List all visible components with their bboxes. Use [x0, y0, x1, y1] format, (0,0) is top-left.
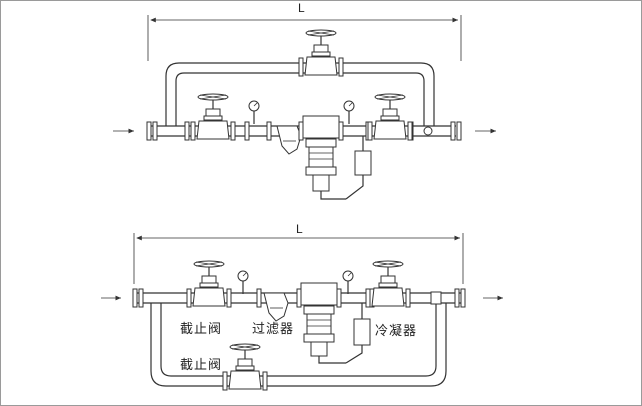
- bottom-diagram: [101, 233, 503, 391]
- condenser-label: 冷凝器: [375, 324, 418, 339]
- upper-stop-valve-icon: [186, 260, 232, 308]
- outlet-stop-valve-icon: [367, 93, 413, 141]
- filter-label: 过滤器: [252, 322, 295, 337]
- inlet-stop-valve-icon: [190, 93, 236, 141]
- outlet-pressure-gauge-icon: [342, 270, 354, 295]
- pressure-reducing-valve-icon: [298, 115, 346, 200]
- condenser-icon: [345, 136, 372, 200]
- inlet-pressure-gauge-icon: [237, 270, 249, 295]
- condenser-icon: [345, 303, 371, 364]
- outlet-pressure-gauge-icon: [343, 100, 355, 125]
- top-diagram: [113, 15, 496, 200]
- stop-valve-upper-label: 截止阀: [180, 322, 223, 337]
- outlet-stop-valve-icon: [365, 260, 411, 308]
- pressure-reducing-valve-icon: [296, 282, 346, 364]
- stop-valve-lower-label: 截止阀: [180, 358, 223, 373]
- inlet-pressure-gauge-icon: [248, 100, 260, 125]
- filter-icon: [263, 292, 289, 322]
- bottom-dimension-label: L: [296, 222, 303, 236]
- top-dimension-label: L: [298, 1, 305, 15]
- bypass-stop-valve-icon: [298, 29, 344, 77]
- filter-icon: [276, 125, 302, 155]
- lower-stop-valve-icon: [222, 343, 268, 391]
